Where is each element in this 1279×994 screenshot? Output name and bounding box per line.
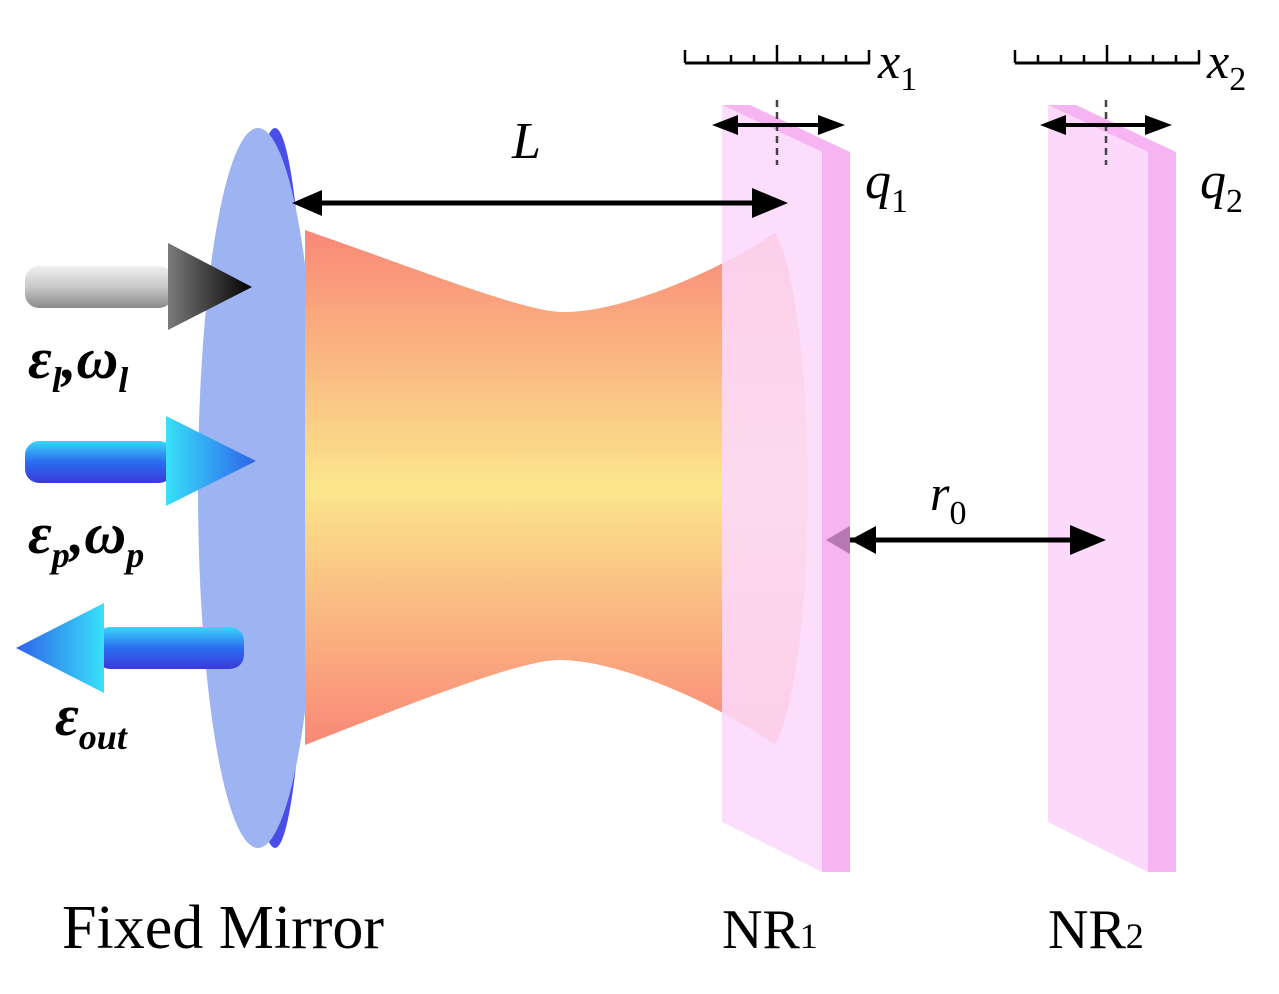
nanoresonator-2 xyxy=(1048,105,1176,872)
label-cavity-length: L xyxy=(511,113,541,170)
nanoresonator-1 xyxy=(722,105,850,872)
probe-input-arrow xyxy=(25,416,256,506)
scale-bar-x2 xyxy=(1013,45,1201,65)
fixed-mirror xyxy=(198,128,318,848)
label-q1: q1 xyxy=(865,153,908,220)
cavity-length-arrow xyxy=(292,188,788,218)
scale-bar-x1 xyxy=(683,45,871,65)
output-arrow xyxy=(16,603,244,693)
label-probe-field: εp,ωp xyxy=(28,501,144,575)
mirror-face xyxy=(198,128,318,848)
label-fixed-mirror: Fixed Mirror xyxy=(62,894,384,962)
label-separation: r0 xyxy=(930,465,966,532)
separation-arrow xyxy=(826,525,1106,555)
control-input-arrow xyxy=(25,243,252,330)
label-x1: x1 xyxy=(877,33,917,98)
label-control-field: εl,ωl xyxy=(28,326,128,400)
label-q2: q2 xyxy=(1200,153,1243,220)
cavity-beam xyxy=(305,230,808,745)
label-nr2: NR2 xyxy=(1048,899,1144,961)
label-x2: x2 xyxy=(1206,33,1246,98)
displacement-arrow-q2 xyxy=(1040,100,1172,165)
label-output-field: εout xyxy=(55,683,128,757)
label-nr1: NR1 xyxy=(722,899,818,961)
displacement-arrow-q1 xyxy=(712,100,845,165)
